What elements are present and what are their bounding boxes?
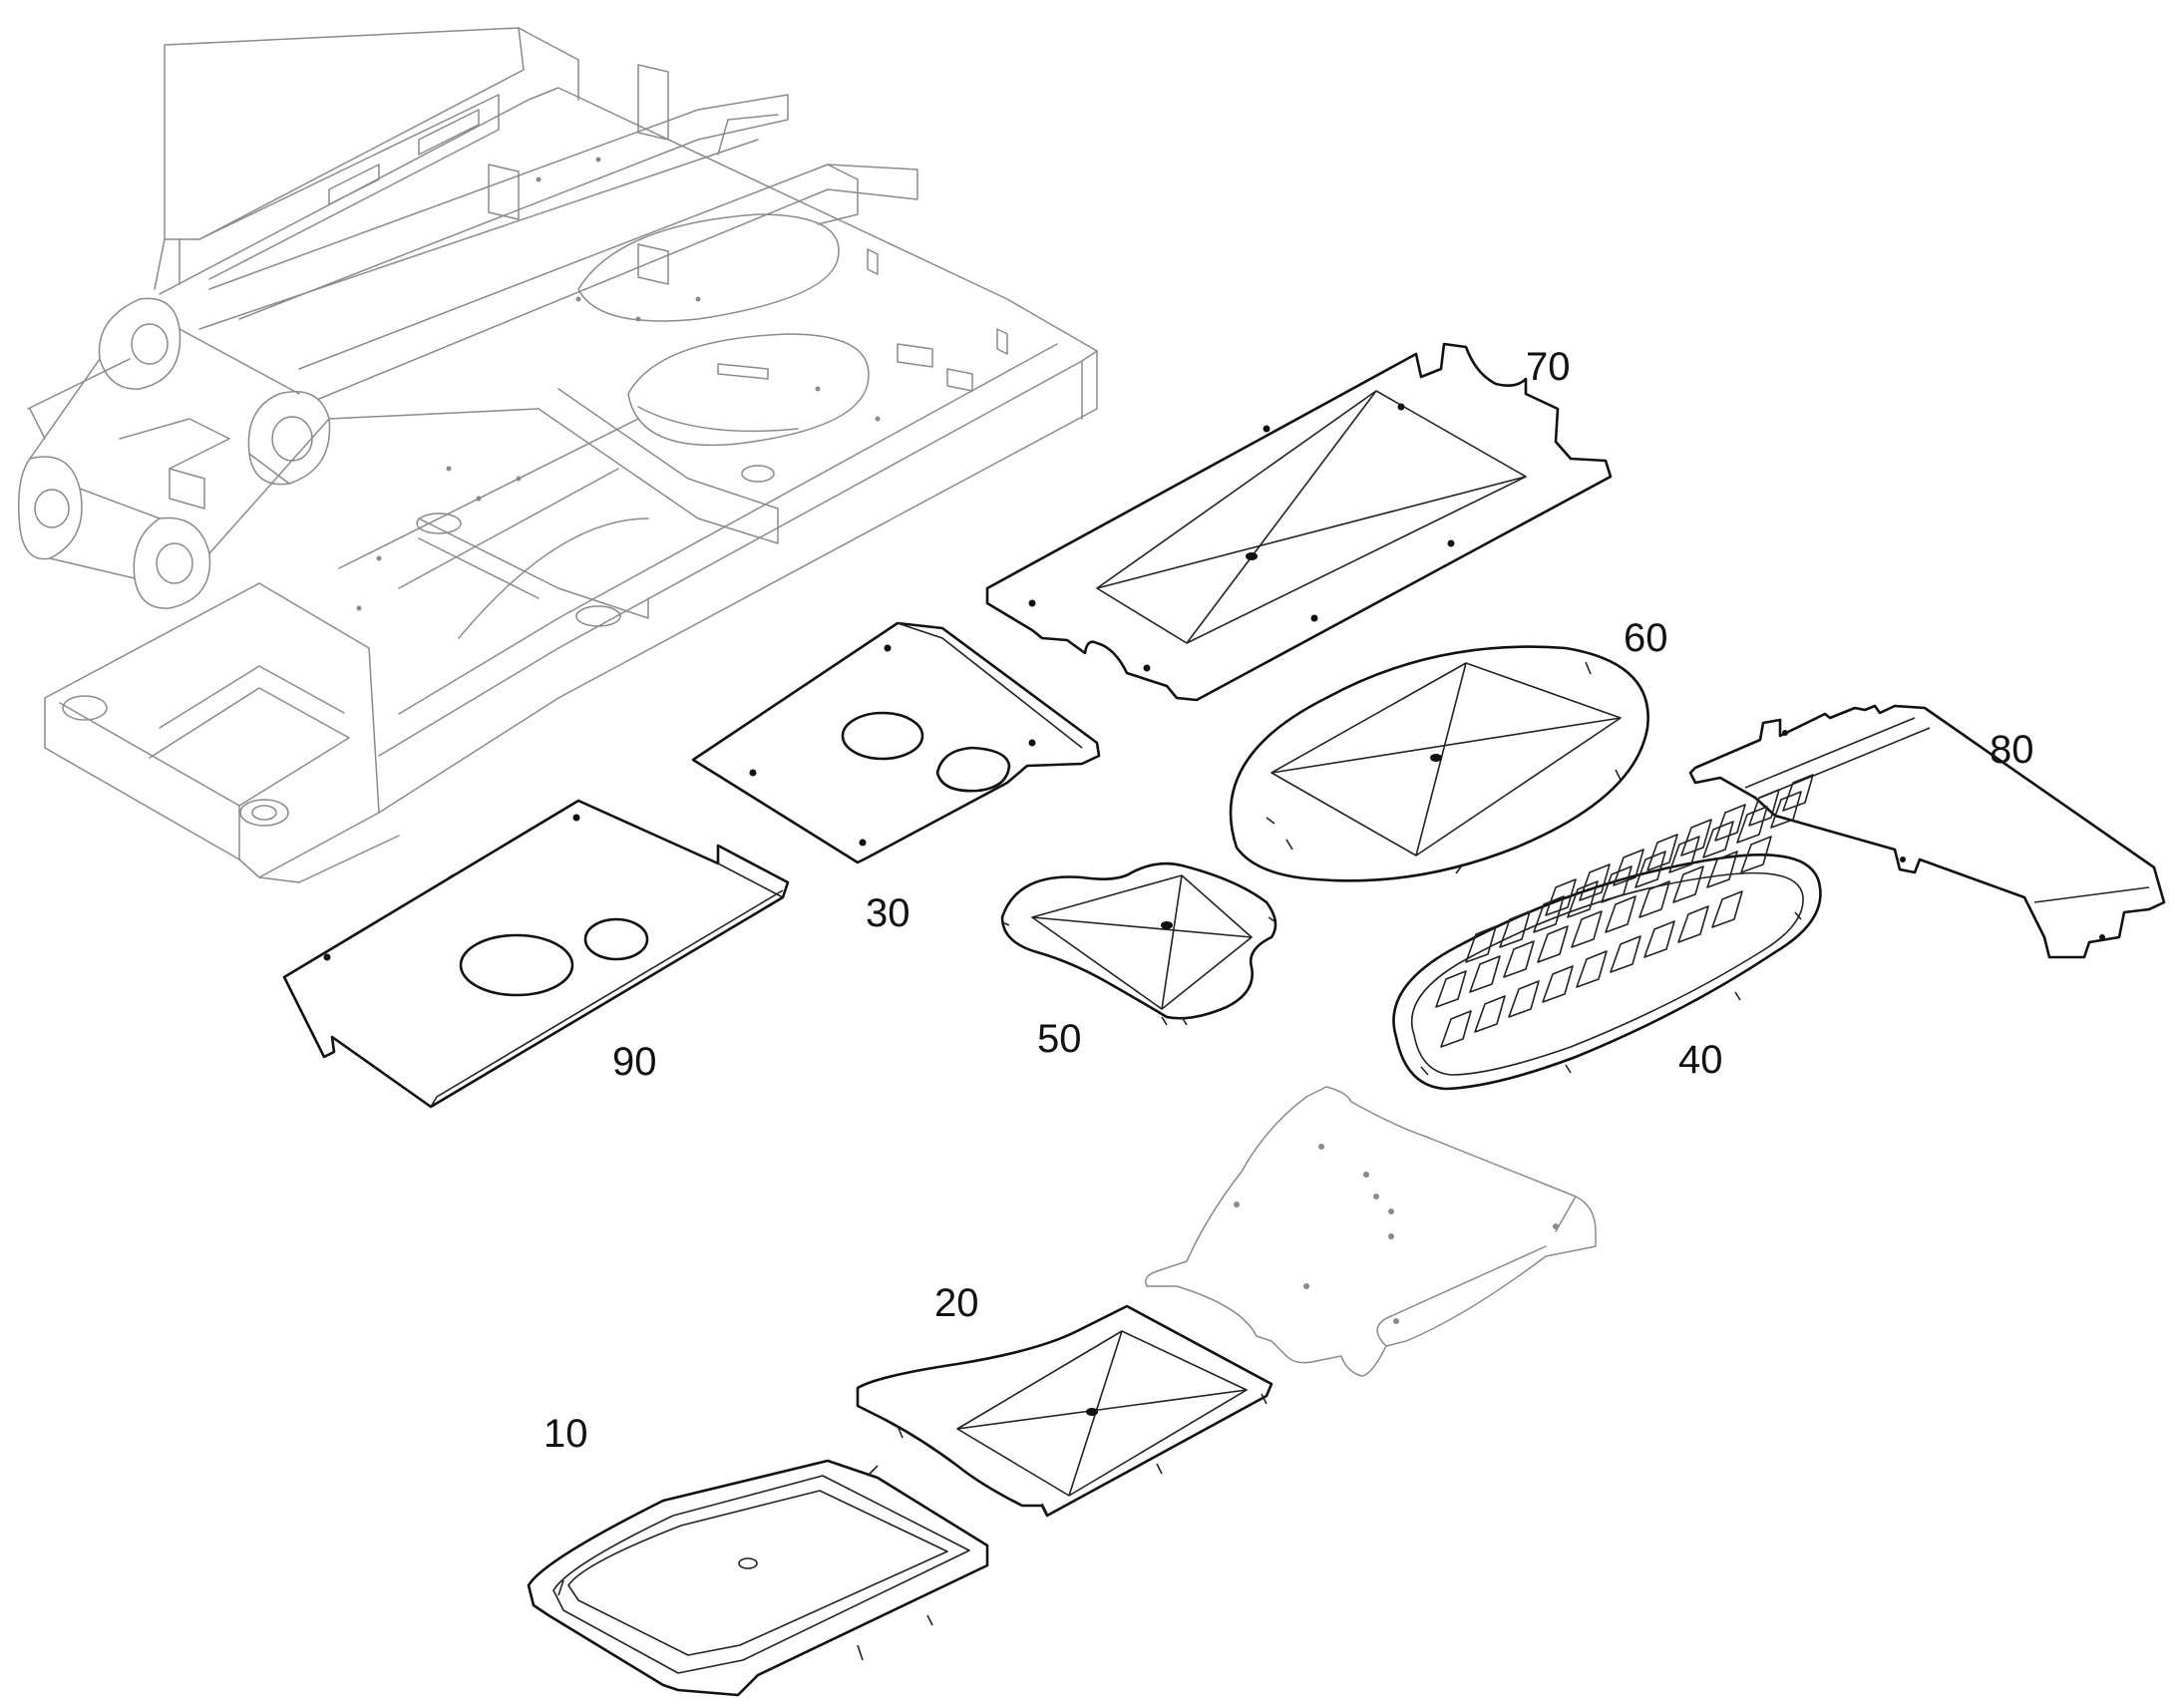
grate-slot bbox=[1635, 851, 1666, 888]
part-number-30: 30 bbox=[866, 891, 910, 935]
grate-slot bbox=[1714, 804, 1746, 842]
grate-slot bbox=[1469, 955, 1501, 993]
grate-slot bbox=[1748, 789, 1780, 827]
part-60-oval-plate bbox=[1229, 645, 1649, 882]
grate-slot bbox=[1605, 895, 1636, 933]
part-number-80: 80 bbox=[1990, 728, 2034, 772]
grate-slot bbox=[1668, 836, 1700, 873]
part-40-oval-grate bbox=[1392, 774, 1822, 1091]
grate-slot bbox=[1542, 965, 1574, 1003]
grate-slot bbox=[1440, 1010, 1472, 1048]
grate-slot bbox=[1680, 819, 1712, 856]
grate-slot bbox=[1576, 950, 1608, 988]
grate-slot bbox=[1503, 940, 1535, 978]
grate-slot bbox=[1499, 910, 1531, 948]
grate-slot bbox=[1613, 849, 1644, 886]
grate-slots bbox=[1435, 774, 1814, 1048]
part-20-plate bbox=[856, 1304, 1273, 1518]
part-90-folded-plate bbox=[282, 799, 790, 1109]
part-70-floor-plate bbox=[985, 342, 1613, 702]
grate-slot bbox=[1579, 863, 1611, 901]
grate-slot bbox=[1646, 834, 1678, 871]
grate-slot bbox=[1740, 836, 1772, 873]
grate-slot bbox=[1711, 890, 1743, 928]
grate-slot bbox=[1672, 865, 1704, 903]
part-number-20: 20 bbox=[934, 1281, 979, 1325]
grate-slot bbox=[1508, 980, 1540, 1018]
grate-slot bbox=[1533, 895, 1565, 933]
grate-slot bbox=[1643, 920, 1675, 958]
grate-slot bbox=[1537, 925, 1569, 963]
grate-slot bbox=[1571, 910, 1603, 948]
machine-frame bbox=[18, 27, 1098, 883]
part-number-60: 60 bbox=[1624, 616, 1668, 660]
grate-slot bbox=[1782, 774, 1814, 812]
part-number-40: 40 bbox=[1678, 1038, 1723, 1082]
part-number-70: 70 bbox=[1526, 345, 1571, 389]
grate-slot bbox=[1474, 995, 1506, 1033]
grate-slot bbox=[1736, 806, 1768, 844]
grate-slot bbox=[1677, 905, 1709, 943]
grate-slot bbox=[1567, 880, 1599, 918]
grate-slot bbox=[1465, 925, 1497, 963]
grate-slot bbox=[1545, 878, 1577, 916]
guard-plate-unnumbered bbox=[1145, 1086, 1597, 1377]
part-number-90: 90 bbox=[612, 1040, 657, 1084]
grate-slot bbox=[1702, 821, 1734, 858]
grate-slot bbox=[1770, 791, 1802, 829]
part-number-10: 10 bbox=[544, 1412, 588, 1456]
part-30-plate-two-holes bbox=[691, 621, 1101, 864]
grate-slot bbox=[1638, 880, 1670, 918]
part-number-50: 50 bbox=[1037, 1017, 1082, 1061]
part-10-tray bbox=[527, 1459, 989, 1697]
grate-slot bbox=[1601, 865, 1633, 903]
grate-slot bbox=[1610, 935, 1641, 973]
part-80-l-panel bbox=[1688, 704, 2166, 959]
grate-slot bbox=[1435, 970, 1467, 1008]
part-50-small-plate bbox=[1000, 861, 1277, 1026]
grate-slot bbox=[1706, 851, 1738, 888]
